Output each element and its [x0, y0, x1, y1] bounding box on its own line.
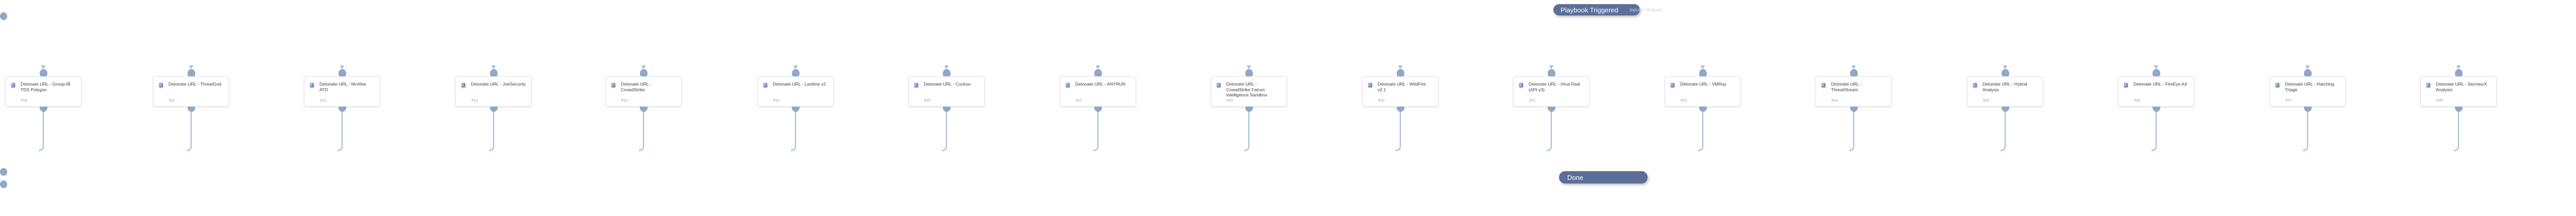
- playbook-task-icon: [461, 82, 466, 88]
- playbook-task-icon: [1216, 82, 1222, 88]
- playbook-task-icon: [611, 82, 616, 88]
- playbook-task-icon: [1518, 82, 1524, 88]
- task-id: #26: [2134, 97, 2140, 103]
- task-id: #28: [2436, 97, 2443, 103]
- task-id: #20: [1378, 97, 1384, 103]
- task-card[interactable]: Detonate URL - CrowdStrike #14: [605, 76, 682, 107]
- task-title: Detonate URL - FireEye AX: [2133, 81, 2188, 87]
- task-card[interactable]: Detonate URL - McAfee ATD #12: [304, 76, 380, 107]
- task-id: #15: [773, 97, 779, 103]
- task-card[interactable]: Detonate URL - ANYRUN #17: [1060, 76, 1136, 107]
- task-input-port: [1245, 69, 1253, 78]
- task-card[interactable]: Detonate URL - Hatching Triage #27: [2269, 76, 2346, 107]
- task-title: Detonate URL - Hatching Triage: [2285, 81, 2334, 92]
- task-id: #24: [1832, 97, 1838, 103]
- task-input-port: [1396, 69, 1404, 78]
- task-id: #12: [320, 97, 326, 103]
- task-input-port: [2303, 69, 2312, 78]
- task-input-port: [2454, 69, 2463, 78]
- task-input-port: [942, 69, 951, 78]
- task-input-port: [489, 69, 498, 78]
- playbook-task-icon: [2426, 82, 2431, 88]
- playbook-task-icon: [1670, 82, 1675, 88]
- task-id: #16: [924, 97, 930, 103]
- playbook-task-icon: [913, 82, 919, 88]
- task-title: Detonate URL - Lastline v2: [773, 81, 826, 87]
- playbook-task-icon: [2123, 82, 2129, 88]
- task-card[interactable]: Detonate URL - ThreatStream #24: [1816, 76, 1892, 107]
- task-title: Detonate URL - ThreatGrid: [168, 81, 222, 87]
- task-title: Detonate URL - VirusTotal (API v3): [1529, 81, 1580, 92]
- task-title: Detonate URL - ANYRUN: [1075, 81, 1126, 87]
- task-card[interactable]: Detonate URL - VMRay #23: [1665, 76, 1741, 107]
- inputs-outputs-label: Inputs / Outputs: [1630, 7, 1663, 12]
- task-card[interactable]: Detonate URL - ThreatGrid #11: [153, 76, 229, 107]
- task-id: #25: [1983, 97, 1989, 103]
- task-title: Detonate URL - VMRay: [1680, 81, 1726, 87]
- task-card[interactable]: Detonate URL - Group-IB TDS Polygon #18: [5, 76, 81, 107]
- task-title: Detonate URL - CrowdStrike Falcon Intell…: [1226, 81, 1267, 97]
- task-id: #11: [169, 97, 175, 103]
- task-input-port: [791, 69, 800, 78]
- task-id: #17: [1076, 97, 1082, 103]
- task-card[interactable]: Detonate URL - Lastline v2 #15: [757, 76, 834, 107]
- task-input-port: [2001, 69, 2009, 78]
- task-input-port: [338, 69, 346, 78]
- done-input-port: [0, 168, 7, 176]
- task-id: #13: [471, 97, 478, 103]
- task-card[interactable]: Detonate URL - VirusTotal (API v3) #21: [1513, 76, 1589, 107]
- task-id: #19: [1227, 97, 1233, 103]
- task-input-port: [187, 69, 195, 78]
- playbook-task-icon: [158, 82, 164, 88]
- task-title: Detonate URL - WildFire v2.1: [1378, 81, 1426, 92]
- task-title: Detonate URL - CrowdStrike: [621, 81, 652, 92]
- task-input-port: [639, 69, 648, 78]
- done-node[interactable]: Done: [1559, 171, 1648, 184]
- task-card[interactable]: Detonate URL - CrowdStrike Falcon Intell…: [1211, 76, 1287, 107]
- task-input-port: [2152, 69, 2160, 78]
- done-output-port: [0, 180, 7, 188]
- playbook-task-icon: [762, 82, 768, 88]
- done-label: Done: [1567, 173, 1584, 181]
- playbook-triggered-label: Playbook Triggered: [1561, 6, 1619, 14]
- playbook-task-icon: [1821, 82, 1826, 88]
- task-card[interactable]: Detonate URL - Hybrid Analysis #25: [1967, 76, 2043, 107]
- task-card[interactable]: Detonate URL - SecneurX Analysis #28: [2420, 76, 2497, 107]
- playbook-task-icon: [1065, 82, 1071, 88]
- playbook-task-icon: [10, 82, 16, 88]
- task-id: #23: [1681, 97, 1687, 103]
- playbook-triggered-node[interactable]: Playbook Triggered Inputs / Outputs: [1553, 4, 1663, 15]
- task-id: #21: [1529, 97, 1535, 103]
- task-title: Detonate URL - SecneurX Analysis: [2436, 81, 2487, 92]
- task-id: #14: [621, 97, 628, 103]
- playbook-task-icon: [1972, 82, 1978, 88]
- task-card[interactable]: Detonate URL - WildFire v2.1 #20: [1362, 76, 1438, 107]
- task-id: #18: [21, 97, 27, 103]
- task-title: Detonate URL - McAfee ATD: [319, 81, 366, 92]
- task-input-port: [1699, 69, 1707, 78]
- task-title: Detonate URL - Hybrid Analysis: [1982, 81, 2027, 92]
- task-title: Detonate URL - ThreatStream: [1831, 81, 1862, 92]
- task-title: Detonate URL - JoeSecurity: [471, 81, 526, 87]
- task-input-port: [1850, 69, 1858, 78]
- playbook-task-icon: [1367, 82, 1373, 88]
- task-card[interactable]: Detonate URL - FireEye AX #26: [2118, 76, 2194, 107]
- playbook-task-icon: [2275, 82, 2280, 88]
- task-id: #27: [2285, 97, 2292, 103]
- task-card[interactable]: Detonate URL - Cuckoo #16: [908, 76, 985, 107]
- task-card[interactable]: Detonate URL - JoeSecurity #13: [455, 76, 532, 107]
- task-input-port: [1547, 69, 1555, 78]
- trigger-output-port: [0, 12, 7, 20]
- task-input-port: [1094, 69, 1102, 78]
- task-input-port: [39, 69, 47, 78]
- playbook-task-icon: [309, 82, 315, 88]
- task-title: Detonate URL - Group-IB TDS Polygon: [21, 81, 71, 92]
- task-title: Detonate URL - Cuckoo: [924, 81, 971, 87]
